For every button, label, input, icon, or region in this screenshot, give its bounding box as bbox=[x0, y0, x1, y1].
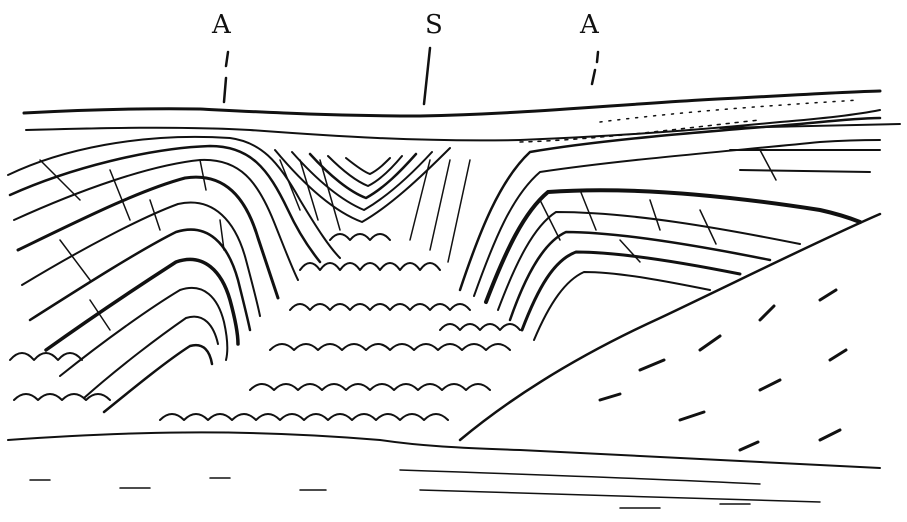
pointer-a-right-bottom bbox=[590, 68, 597, 86]
label-pointers bbox=[222, 46, 600, 106]
pointer-a-right-top bbox=[595, 50, 600, 64]
label-anticline-left: A bbox=[212, 10, 232, 40]
pointer-s bbox=[422, 46, 432, 106]
right-anticline-strata bbox=[458, 116, 901, 341]
label-syncline: S bbox=[425, 10, 444, 40]
foreground-ground bbox=[7, 431, 881, 509]
label-anticline-right: A bbox=[580, 10, 600, 40]
right-hill bbox=[458, 212, 882, 452]
syncline-strata bbox=[274, 147, 471, 263]
pointer-a-left-bottom bbox=[222, 76, 228, 104]
left-anticline-strata bbox=[7, 135, 341, 414]
scrub-vegetation bbox=[9, 233, 521, 421]
pointer-a-left-top bbox=[224, 50, 230, 68]
surface-cover bbox=[22, 89, 882, 143]
